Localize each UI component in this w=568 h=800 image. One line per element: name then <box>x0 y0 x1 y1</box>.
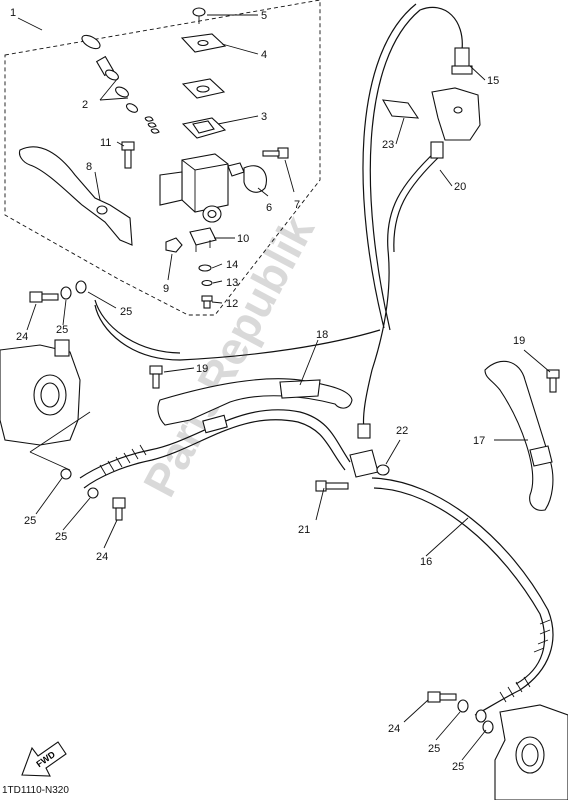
fwd-arrow-icon: FWD <box>21 741 67 777</box>
callout-13: 13 <box>226 277 238 289</box>
pipe-fitting-bottom <box>357 423 371 439</box>
brake-lever <box>18 146 133 246</box>
callout-16: 16 <box>420 556 432 568</box>
callout-25b: 25 <box>120 306 132 318</box>
callout-7: 7 <box>294 199 300 211</box>
callout-19a: 19 <box>196 363 208 375</box>
callout-18: 18 <box>316 329 328 341</box>
left-hose-spring <box>99 414 228 476</box>
callout-15: 15 <box>487 75 499 87</box>
callout-14: 14 <box>226 259 238 271</box>
hose-joint <box>349 449 390 478</box>
callout-25e: 25 <box>428 743 440 755</box>
callout-21: 21 <box>298 524 310 536</box>
left-washer-a <box>60 286 72 300</box>
callout-2: 2 <box>82 99 88 111</box>
left-washer-b <box>75 280 87 294</box>
callout-11: 11 <box>100 137 111 149</box>
callout-24a: 24 <box>16 331 28 343</box>
left-banjo-bolt <box>112 497 126 521</box>
clamp <box>243 165 267 193</box>
right-washer-b <box>475 709 487 723</box>
hose-guard-left <box>157 378 353 426</box>
right-caliper-bolt <box>427 691 457 703</box>
callout-17: 17 <box>473 435 485 447</box>
reservoir-cap <box>180 33 227 53</box>
callout-22: 22 <box>396 425 408 437</box>
callout-24c: 24 <box>388 723 400 735</box>
callout-23: 23 <box>382 139 394 151</box>
callout-24b: 24 <box>96 551 108 563</box>
callout-3: 3 <box>261 111 267 123</box>
callout-20: 20 <box>454 181 466 193</box>
switch-screw <box>201 295 213 309</box>
hose-guard-right <box>484 360 554 511</box>
right-hose-spring <box>499 619 551 703</box>
left-caliper-bolt <box>29 291 59 303</box>
watermark: PartsRepublik <box>133 207 324 505</box>
callout-12: 12 <box>226 298 238 310</box>
nut <box>165 237 183 253</box>
callout-6: 6 <box>266 202 272 214</box>
diagram-code: 1TD1110-N320 <box>2 785 69 796</box>
callout-10: 10 <box>237 233 249 245</box>
right-washer-a <box>457 699 469 713</box>
brake-switch <box>189 227 217 252</box>
pivot-bolt <box>121 141 135 169</box>
master-cylinder-group-outline <box>4 0 321 316</box>
left-washer-c <box>60 468 72 480</box>
cap-screw <box>192 7 206 24</box>
diaphragm <box>181 117 227 139</box>
callouts: 1 2 3 4 5 6 7 8 9 10 11 12 13 14 15 16 1… <box>10 7 525 773</box>
callout-25d: 25 <box>55 531 67 543</box>
callout-8: 8 <box>86 161 92 173</box>
piston-kit <box>81 34 160 134</box>
left-washer-d <box>87 487 99 499</box>
upper-brake-hose <box>94 304 381 361</box>
guard-screw-right <box>546 369 560 393</box>
callout-25a: 25 <box>56 324 68 336</box>
brake-pipe <box>362 149 438 431</box>
switch-washer <box>198 264 212 272</box>
hose-fitting <box>451 47 473 75</box>
left-caliper <box>0 339 81 446</box>
callout-19b: 19 <box>513 335 525 347</box>
cap-plate <box>181 78 226 99</box>
callout-9: 9 <box>163 283 169 295</box>
callout-5: 5 <box>261 10 267 22</box>
top-hose-loop <box>369 6 463 331</box>
guard-screw-left <box>149 365 163 389</box>
hose-bracket <box>381 87 481 141</box>
callout-25c: 25 <box>24 515 36 527</box>
right-caliper <box>494 704 568 800</box>
joint-bolt <box>315 480 349 492</box>
callout-25f: 25 <box>452 761 464 773</box>
pipe-fitting-top <box>430 141 444 159</box>
switch-washer-small <box>201 279 213 287</box>
master-cylinder-body <box>159 153 245 223</box>
leader-lines <box>17 14 551 761</box>
callout-4: 4 <box>261 49 267 61</box>
clamp-bolt <box>262 147 289 159</box>
callout-1: 1 <box>10 7 16 19</box>
